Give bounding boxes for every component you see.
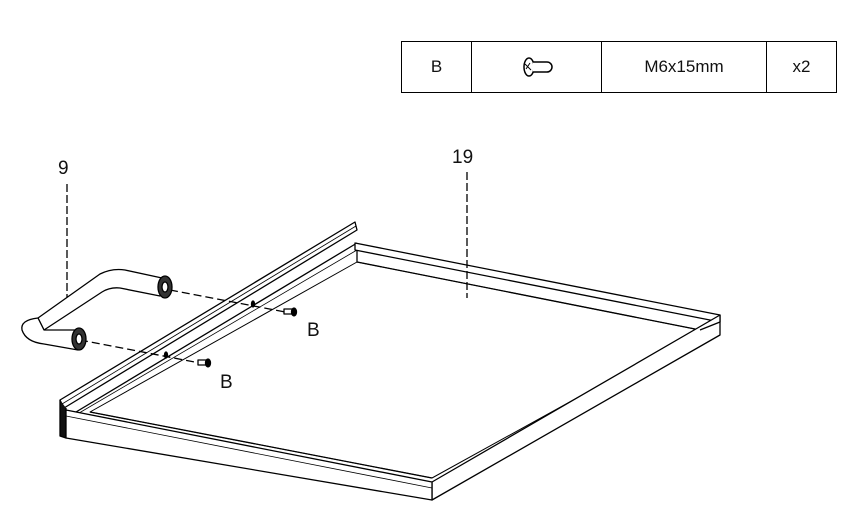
tray-front-rail bbox=[65, 409, 433, 501]
part-size: M6x15mm bbox=[601, 41, 767, 93]
callout-tray-19: 19 bbox=[452, 147, 474, 168]
part-quantity: x2 bbox=[766, 41, 837, 93]
screw-b-upper bbox=[283, 307, 298, 317]
callout-screw-b-upper: B bbox=[307, 320, 320, 341]
callout-handle-9: 9 bbox=[58, 158, 69, 179]
hardware-parts-table: B M6x15mm x2 bbox=[401, 41, 837, 93]
callout-screw-b-lower: B bbox=[220, 372, 233, 393]
part-letter: B bbox=[401, 41, 472, 93]
screw-b-lower bbox=[197, 358, 212, 368]
handle-part-9 bbox=[21, 268, 173, 351]
